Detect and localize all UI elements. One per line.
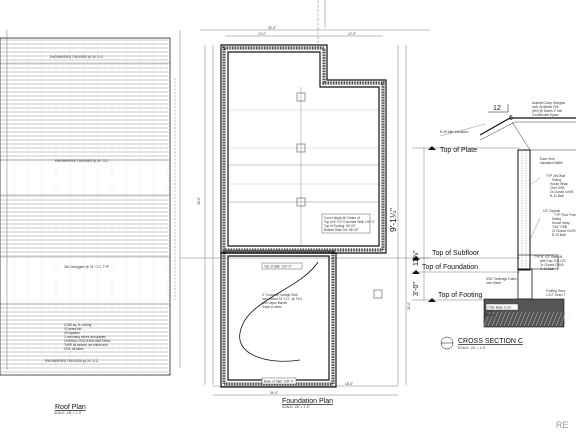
callout-19: R-13 Batt <box>552 233 566 237</box>
slab-note-3: with Vapor Barrier <box>262 301 288 305</box>
callout-16: House Wrap <box>552 221 570 225</box>
callout-11: 2x Closed Cell B <box>550 190 574 194</box>
foundation-wall-inner <box>227 51 380 247</box>
slab-note-1: 4" Concrete Garage Slab <box>262 293 298 297</box>
roof-plan: ENGINEERED TRUSSES @ 24" O.C. ENGINEERED… <box>0 30 181 415</box>
pitch-run: 6 <box>509 115 513 122</box>
roof-note-3: 2x6 Outriggers @ 24" O.C. TYP <box>64 265 109 269</box>
roof-hatch-top <box>0 39 169 373</box>
page-ref: RE <box>556 420 569 430</box>
callout-20: TYP 8" ICF Stem W <box>534 255 562 259</box>
foundation-wall <box>222 46 385 252</box>
callout-26: Footing Trenc <box>546 289 566 293</box>
callout-24: 3/16" Drainage Fabric <box>486 277 517 281</box>
callout-21: with Cap, R-5 C/D <box>540 259 566 263</box>
crawl-note-4: Bottom Slab Crit: 96'-00" <box>324 228 359 232</box>
roof-outline <box>0 37 171 376</box>
callout-22: 2x Closed Cell B <box>540 263 564 267</box>
callout-1: over Synthetic Felt <box>532 105 559 109</box>
slab-note-4: Slope to drain <box>262 305 282 309</box>
crawl-note-2: Top of 6" ICF Concrete Wall: 101'-0" <box>324 220 375 224</box>
dim-bottom-right: 18'-0" <box>345 382 353 386</box>
roof-note-11: ENGINEERED TRUSSES @ 24" O.C. <box>45 359 99 363</box>
callout-12: R-13 Batt <box>550 194 564 198</box>
callout-14: TYP Floor Fram <box>554 213 576 217</box>
crawl-note-3: Top of Footing: 96'-00" <box>324 224 356 228</box>
roof-section <box>479 117 576 136</box>
level-top-of-plate: Top of Plate <box>440 147 477 154</box>
callout-9: House Wrap <box>550 182 568 186</box>
callout-25: over Mesh <box>486 281 501 285</box>
crawl-note-1: Conc Height @ Center of <box>324 216 360 220</box>
callout-3: Conditioned Space <box>532 113 559 117</box>
dim-top-overall: 32'-0" <box>268 26 276 30</box>
bottom-slab-label: Base of Slab: 100'-0" <box>264 380 294 384</box>
pier-2 <box>296 143 306 153</box>
callout-5: Eave Vent <box>540 157 555 161</box>
garage-wall <box>222 250 335 386</box>
callout-4: R-49 Attic Insulation <box>440 130 469 134</box>
height-stem: 3'-0" <box>413 282 420 296</box>
callout-7: TYP 2x6 Wall <box>546 174 565 178</box>
foundation-plan-title: Foundation Plan <box>282 398 333 405</box>
callout-23: R-13 Batt <box>540 267 554 271</box>
level-top-of-foundation: Top of Foundation <box>422 264 478 271</box>
callout-0: Asphalt Comp Shingles <box>532 101 566 105</box>
height-floor: 11⅞" <box>413 250 420 266</box>
dim-right-side: 24'-0" <box>407 302 411 310</box>
roof-plan-scale: SCALE: 1/8" = 1'-0" <box>54 411 82 415</box>
roof-plan-title: Roof Plan <box>55 404 86 411</box>
foundation-plan: 32'-0" 12'-0" 12'-0" 48'-0" 24'-0" 34'-0… <box>180 0 430 409</box>
pier-3 <box>296 197 306 207</box>
pitch-symbol <box>488 104 509 113</box>
callout-29: Barrier <box>485 313 496 317</box>
callout-8: Siding <box>552 178 561 182</box>
dim-left-side: 48'-0" <box>197 197 201 205</box>
slab-drain-curve <box>239 261 319 362</box>
callout-17: 7/16" OSB <box>552 225 567 229</box>
section-wall <box>517 149 531 271</box>
cross-section-title: CROSS SECTION C <box>458 338 523 345</box>
slab-note-2: over Rebar 24" O.C. @ FLG <box>262 297 302 301</box>
pitch-rise: 12 <box>493 105 501 112</box>
dim-top-left: 12'-0" <box>258 32 266 36</box>
level-top-of-subfloor: Top of Subfloor <box>432 250 480 257</box>
callout-18: 2x Closed Cell B <box>552 229 576 233</box>
garage-wall-outer <box>220 252 337 388</box>
footing <box>483 298 565 328</box>
roof-note-2: ENGINEERED TRUSSES @ 24" O.C. <box>55 159 109 163</box>
pier-4 <box>373 289 383 299</box>
garage-wall-inner <box>227 255 330 381</box>
icf-stem <box>517 268 533 300</box>
dim-top-right: 12'-0" <box>348 32 356 36</box>
dim-bottom-overall: 34'-0" <box>270 391 278 395</box>
roof-note-6: 25 squares <box>64 331 80 335</box>
callout-2: (W/I) @ Eaves 2' min <box>532 109 562 113</box>
floor-framing <box>517 254 559 270</box>
roof-note-1: ENGINEERED TRUSSES @ 24" O.C. <box>50 55 104 59</box>
roof-note-9: TAPE all seams, ice shield and <box>64 343 108 347</box>
height-wall: 9'-1¼" <box>388 208 398 232</box>
cross-section-scale: SCALE: 1/4" = 1'-0" <box>458 346 486 350</box>
callout-27: 2 1/2" Drain T <box>546 293 566 297</box>
cross-section: Top of Plate Top of Subfloor Top of Foun… <box>388 101 576 430</box>
roof-note-4: 2,000 sq. ft. roofing <box>64 323 92 327</box>
footing-hatch <box>483 311 571 327</box>
callout-13: 1/2" Drywall <box>543 209 560 213</box>
top-slab-label: Top of Slab: 100'-0" <box>264 265 292 269</box>
callout-15: Siding <box>552 217 561 221</box>
roof-note-5: 10 years std <box>64 327 82 331</box>
roof-note-7: 2 overhang eaves and gables <box>64 335 106 339</box>
pier-1 <box>296 92 306 102</box>
roof-note-10: 15 ft. all sides <box>64 347 84 351</box>
callout-10: Over OSB <box>550 186 565 190</box>
callout-28: Vapor <box>485 309 494 313</box>
foundation-plan-scale: SCALE: 1/8" = 1'-0" <box>282 405 310 409</box>
level-top-of-footing: Top of Footing <box>438 292 482 299</box>
roof-note-8: OVERALL ROOFING MATERIAL <box>64 339 111 343</box>
base-coat-label: 2"x6x Base Coat <box>487 306 511 310</box>
callout-6: Insulation Baffle <box>540 161 563 165</box>
